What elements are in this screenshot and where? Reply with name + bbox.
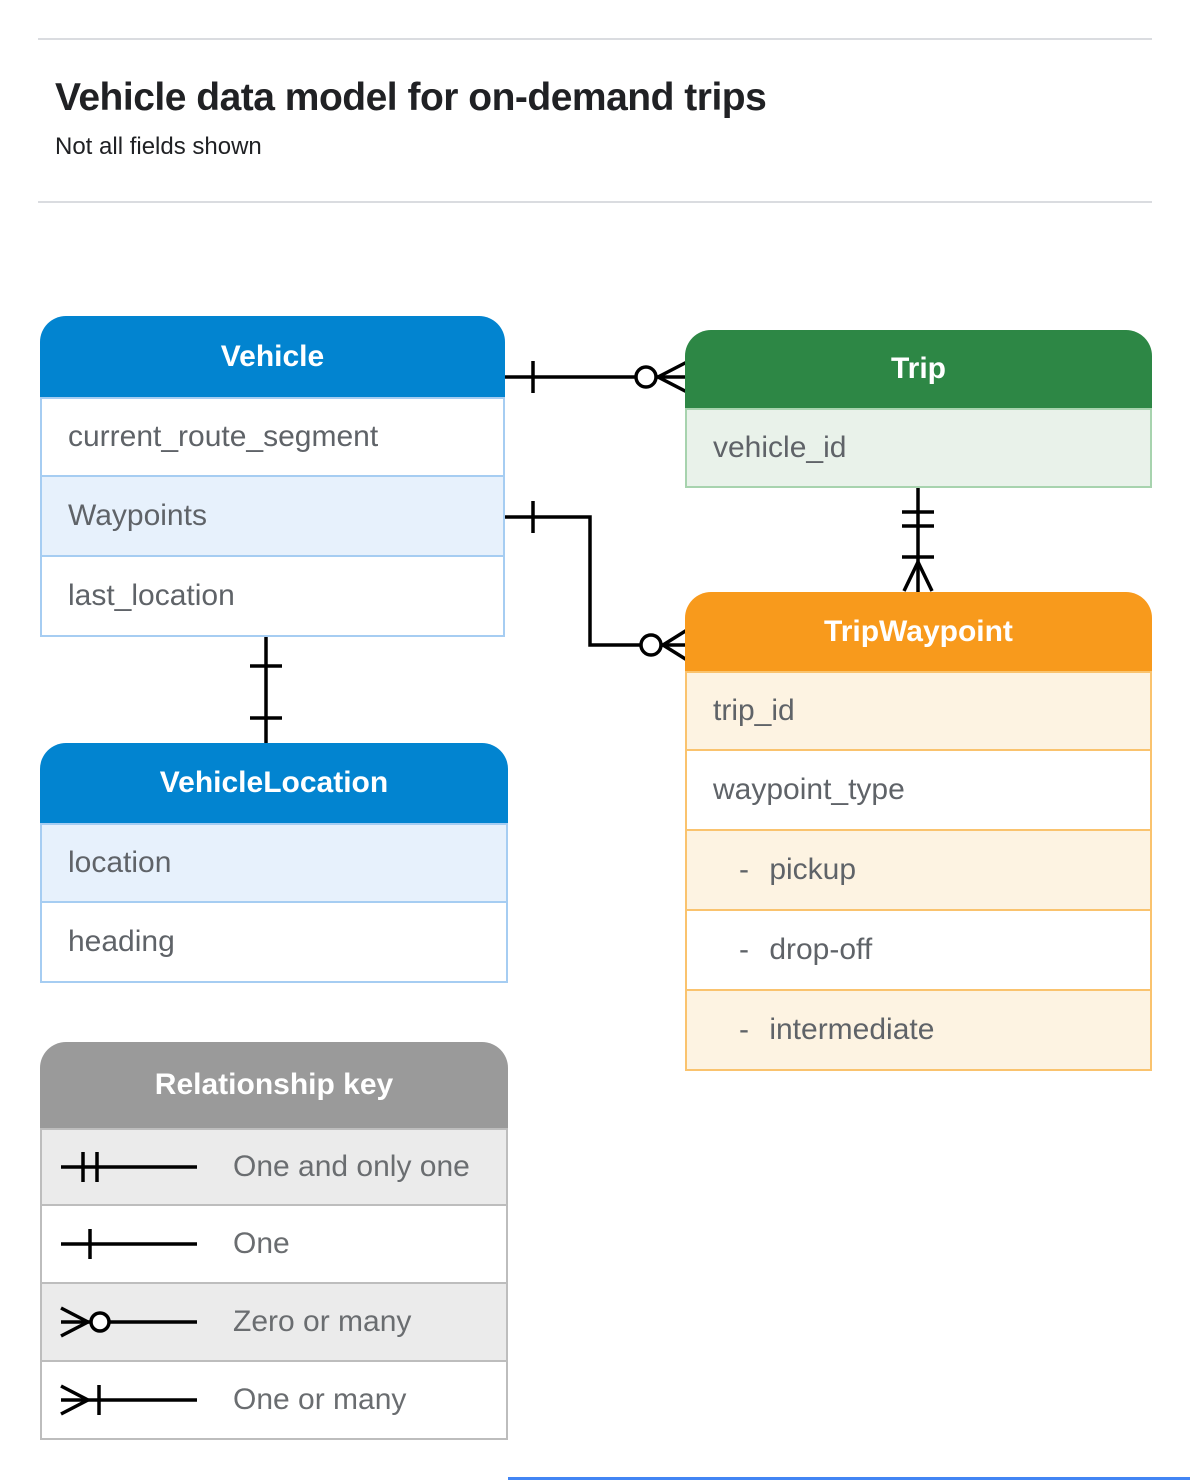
relationship-key-title: Relationship key [154,1068,394,1101]
field-label: Waypoints [68,499,207,532]
field-row: - drop-off [685,911,1152,991]
relationship-key-header: Relationship key [40,1042,508,1128]
legend-label: One and only one [233,1150,470,1183]
legend-label: Zero or many [233,1305,412,1338]
crow-foot [662,628,688,647]
field-row: vehicle_id [685,408,1152,488]
bottom-accent-strip [508,1477,1190,1480]
connector-trip-tripwaypoint [902,488,934,592]
field-row: waypoint_type [685,751,1152,831]
field-label: heading [68,925,175,958]
field-row: current_route_segment [40,397,505,477]
field-label: vehicle_id [713,431,847,464]
field-row: - pickup [685,831,1152,911]
legend-row: One and only one [40,1128,508,1206]
tripwaypoint-title: TripWaypoint [824,614,1013,648]
connector-waypoints-tripwaypoint [505,501,688,662]
entity-table-vehiclelocation: VehicleLocation location heading [40,743,508,983]
relationship-key-table: Relationship key One and only one One [40,1042,508,1440]
vehiclelocation-title: VehicleLocation [159,766,389,799]
trip-header: Trip [685,330,1152,408]
field-label: waypoint_type [713,773,905,806]
field-row: last_location [40,557,505,637]
field-label: - intermediate [739,1013,935,1046]
legend-row: Zero or many [40,1284,508,1362]
field-label: last_location [68,579,235,612]
one-icon [61,1229,197,1259]
field-label: current_route_segment [68,420,379,453]
entity-table-trip: Trip vehicle_id [685,330,1152,488]
vehiclelocation-header: VehicleLocation [40,743,508,823]
legend-row: One [40,1206,508,1284]
legend-label: One [233,1227,290,1260]
vehicle-title: Vehicle [220,339,325,373]
entity-table-tripwaypoint: TripWaypoint trip_id waypoint_type - pic… [685,592,1152,1071]
zero-circle [639,633,663,657]
one-or-many-icon [60,1384,197,1416]
connector-vehicle-trip [505,360,688,394]
entity-table-vehicle: Vehicle current_route_segment Waypoints … [40,316,505,637]
one-and-only-one-icon [61,1152,197,1182]
page-title: Vehicle data model for on-demand trips [55,76,767,119]
zero-circle [634,365,658,389]
legend-label: One or many [233,1383,407,1416]
field-row: trip_id [685,671,1152,751]
connector-vehicle-vehiclelocation [250,637,282,743]
field-label: - pickup [739,853,857,886]
trip-title: Trip [890,352,946,385]
field-row: - intermediate [685,991,1152,1071]
field-row: Waypoints [40,477,505,557]
top-divider [38,38,1152,40]
field-label: trip_id [713,694,795,727]
page-subtitle: Not all fields shown [55,133,262,160]
field-row: location [40,823,508,903]
zero-or-many-icon [60,1306,197,1338]
header-divider [38,201,1152,203]
vehicle-header: Vehicle [40,316,505,397]
field-label: location [68,846,172,879]
tripwaypoint-header: TripWaypoint [685,592,1152,671]
field-row: heading [40,903,508,983]
crow-foot [657,360,688,379]
field-label: - drop-off [739,933,873,966]
legend-row: One or many [40,1362,508,1440]
crow-foot [902,561,920,592]
